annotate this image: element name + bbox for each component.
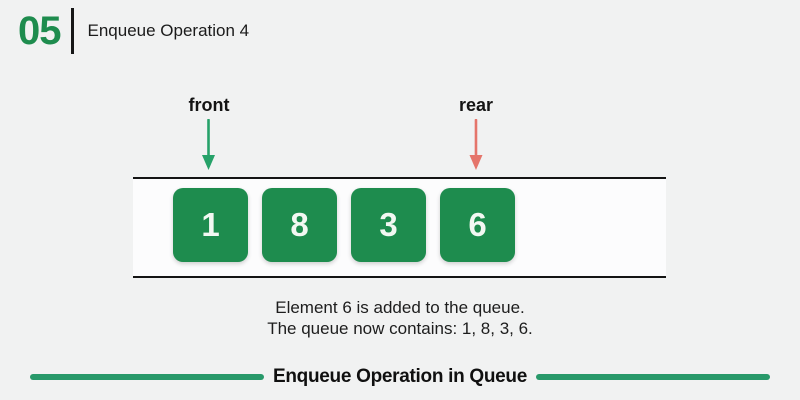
header-divider	[70, 8, 74, 54]
queue-element-value: 8	[290, 206, 309, 243]
footer: Enqueue Operation in Queue	[0, 366, 800, 388]
footer-title: Enqueue Operation in Queue	[272, 366, 527, 387]
queue-element: 6	[440, 188, 515, 262]
step-number: 05	[18, 9, 61, 53]
header: 05 Enqueue Operation 4	[18, 8, 249, 54]
queue-element-value: 1	[201, 206, 220, 243]
queue-track: 1 8 3 6	[133, 177, 666, 278]
footer-rule-right	[536, 374, 770, 380]
rear-pointer: rear	[459, 94, 493, 171]
queue-element-value: 6	[468, 206, 487, 243]
queue-element: 3	[351, 188, 426, 262]
queue-element-value: 3	[379, 206, 398, 243]
front-arrow-icon	[202, 119, 216, 170]
page-title: Enqueue Operation 4	[87, 21, 250, 40]
footer-rule-left	[29, 374, 264, 380]
front-label: front	[188, 95, 230, 115]
caption: Element 6 is added to the queue. The que…	[0, 297, 800, 339]
caption-line-2: The queue now contains: 1, 8, 3, 6.	[267, 319, 533, 338]
queue-element: 8	[262, 188, 337, 262]
caption-line-1: Element 6 is added to the queue.	[275, 298, 525, 317]
rear-arrow-icon	[469, 119, 483, 170]
queue-element: 1	[173, 188, 248, 262]
front-pointer: front	[188, 94, 230, 171]
rear-label: rear	[458, 95, 494, 115]
